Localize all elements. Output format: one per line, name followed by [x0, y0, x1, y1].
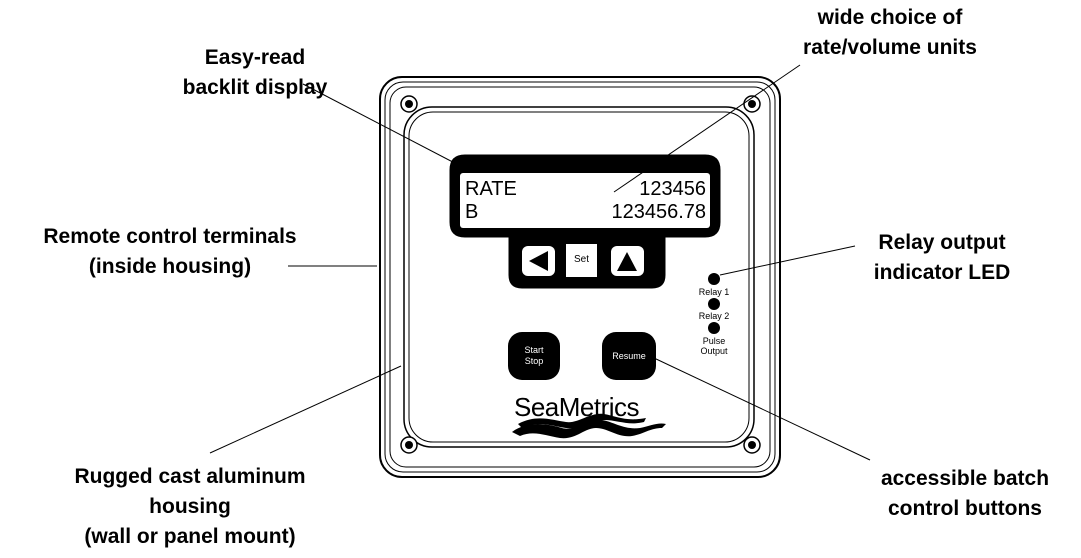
lcd-line2-right: 123456.78 [611, 201, 706, 223]
logo-wave [512, 419, 666, 439]
callout-batch: accessible batch control buttons [855, 464, 1075, 524]
set-button[interactable] [566, 244, 597, 277]
screw-top-right [743, 95, 761, 113]
relay2-label: Relay 2 [698, 311, 730, 321]
start-label: Start [524, 345, 544, 355]
callout-units-line2: rate/volume units [803, 36, 977, 59]
relay2-led [708, 298, 720, 310]
triangle-left-icon [529, 251, 548, 271]
lcd-screen [460, 173, 710, 228]
leader-relay [719, 245, 856, 276]
faceplate-inset [408, 111, 750, 443]
start-stop-button[interactable] [508, 332, 560, 380]
callout-display-line1: Easy-read [204, 46, 306, 69]
start-stop-label: Start Stop [508, 345, 560, 367]
stop-label: Stop [524, 356, 544, 366]
callout-housing-line1: Rugged cast aluminum [74, 465, 306, 488]
pulse-output-label-line2: Output [700, 346, 728, 356]
callout-terminals-line2: (inside housing) [88, 255, 252, 278]
leader-batch [653, 357, 871, 461]
callout-terminals-line1: Remote control terminals [43, 225, 297, 248]
leader-units [613, 64, 801, 193]
pulse-output-label-line1: Pulse [702, 336, 726, 346]
screw-bottom-left [400, 436, 418, 454]
leader-display [302, 83, 471, 172]
screw-bottom-right [743, 436, 761, 454]
lcd-line2-left: B [465, 201, 479, 223]
callout-relay-line1: Relay output [878, 231, 1006, 254]
pulse-output-led [708, 322, 720, 334]
relay1-label: Relay 1 [698, 287, 730, 297]
resume-button[interactable] [602, 332, 656, 380]
callout-housing: Rugged cast aluminum housing (wall or pa… [20, 462, 360, 552]
callout-display: Easy-read backlit display [135, 43, 375, 103]
callout-housing-line2: housing [149, 495, 231, 518]
callout-batch-line1: accessible batch [880, 467, 1050, 490]
callout-units-line1: wide choice of [817, 6, 963, 29]
pulse-output-label: Pulse Output [694, 336, 734, 356]
callout-housing-line3: (wall or panel mount) [84, 525, 296, 548]
lcd-line1-right: 123456 [639, 178, 706, 200]
housing-bezel [389, 86, 771, 468]
callout-units: wide choice of rate/volume units [760, 3, 1020, 63]
callout-batch-line2: control buttons [888, 497, 1042, 520]
logo-wave-upper [518, 413, 646, 429]
set-button-label: Set [573, 254, 589, 265]
callout-relay: Relay output indicator LED [842, 228, 1042, 288]
lcd-line1-left: RATE [465, 178, 517, 200]
leader-housing [209, 365, 402, 454]
relay1-led [708, 273, 720, 285]
callout-terminals: Remote control terminals (inside housing… [5, 222, 335, 282]
resume-label: Resume [612, 351, 646, 361]
seametrics-logo: SeaMetrics [514, 392, 640, 422]
housing-outer-inset [384, 81, 776, 473]
callout-display-line2: backlit display [182, 76, 328, 99]
triangle-up-icon [617, 252, 637, 271]
screw-top-left [400, 95, 418, 113]
callout-relay-line2: indicator LED [873, 261, 1011, 284]
